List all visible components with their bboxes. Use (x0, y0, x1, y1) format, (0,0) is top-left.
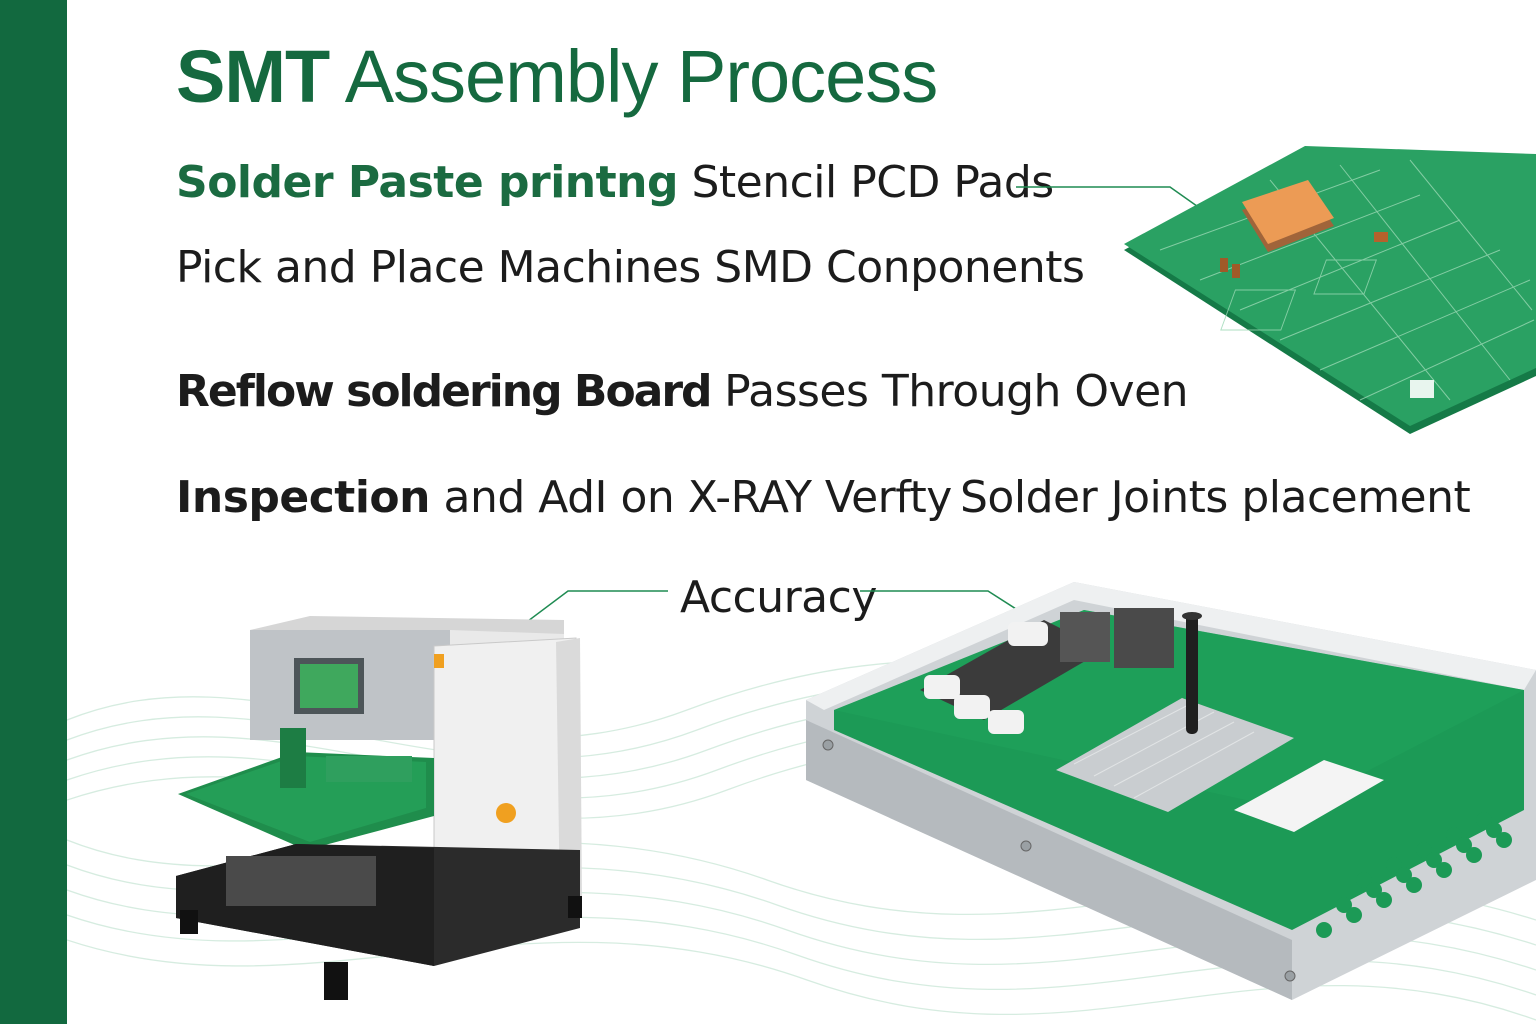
left-accent-bar (0, 0, 67, 1024)
stencil-printer-machine-icon (176, 616, 582, 1000)
step-reflow-bold: Reflow soldering Board (176, 366, 713, 417)
step-solder-paste-bold: Solder Paste printng (176, 157, 678, 208)
step-inspection-rest: and AdI on X-RAY Verfty (443, 472, 952, 523)
pcb-fixture-tray-icon (806, 582, 1536, 1000)
step-inspection-bold: Inspection (176, 472, 430, 523)
step-pick-and-place: Pick and Place Machines SMD Conponents (176, 242, 1085, 293)
accuracy-label: Accuracy (680, 572, 877, 623)
pcb-board-icon (1124, 146, 1536, 434)
step-inspection-right: Solder Joints placement (960, 472, 1471, 523)
step-inspection: Inspection and AdI on X-RAY Verfty (176, 472, 952, 523)
step-reflow: Reflow soldering Board Passes Through Ov… (176, 366, 1189, 417)
title-bold: SMT (176, 35, 330, 118)
step-reflow-rest: Passes Through Oven (724, 366, 1189, 417)
step-solder-paste: Solder Paste printng Stencil PCD Pads (176, 157, 1054, 208)
title-light: Assembly Process (344, 35, 939, 118)
step-solder-paste-rest: Stencil PCD Pads (691, 157, 1054, 208)
page-title: SMT Assembly Process (176, 34, 939, 119)
